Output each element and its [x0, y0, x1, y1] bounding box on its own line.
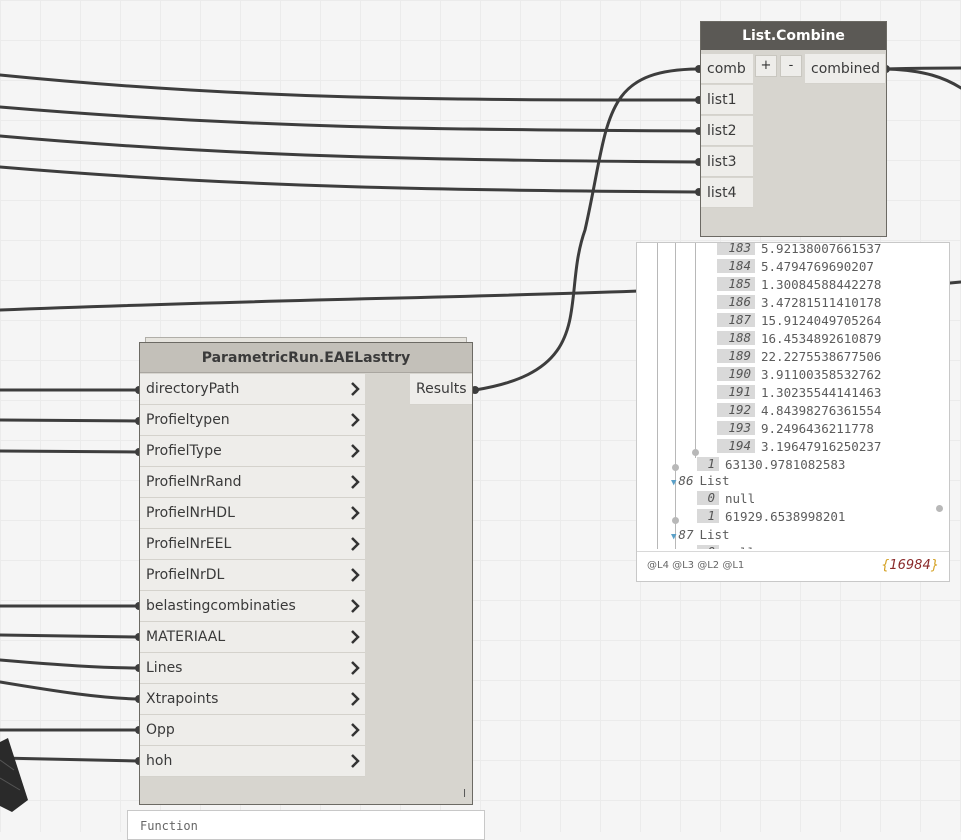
input-port-directoryPath[interactable]: directoryPath	[140, 374, 365, 405]
scroll-handle[interactable]	[936, 505, 943, 512]
chevron-right-icon[interactable]	[349, 684, 361, 714]
input-port-Lines[interactable]: Lines	[140, 653, 365, 684]
add-input-button[interactable]: +	[755, 55, 777, 77]
output-port-combined[interactable]: combined	[805, 54, 885, 84]
input-port-list4[interactable]: list4	[701, 178, 753, 208]
parametric-run-node[interactable]: ParametricRun.EAELasttry directoryPath P…	[139, 342, 473, 805]
input-port-list1[interactable]: list1	[701, 85, 753, 115]
wire-to-ProfielType	[0, 449, 140, 454]
chevron-right-icon[interactable]	[349, 560, 361, 590]
input-port-MATERIAAL[interactable]: MATERIAAL	[140, 622, 365, 653]
wire-to-Profieltypen	[0, 418, 140, 423]
input-port-comb[interactable]: comb	[701, 54, 753, 84]
preview-footer: @L4 @L3 @L2 @L1 {16984}	[637, 551, 949, 581]
wire-long-preview	[0, 289, 642, 312]
chevron-right-icon[interactable]	[349, 591, 361, 621]
function-preview-panel: Function	[127, 810, 485, 840]
input-port-ProfielNrHDL[interactable]: ProfielNrHDL	[140, 498, 365, 529]
remove-input-button[interactable]: -	[780, 55, 802, 77]
list-levels[interactable]: @L4 @L3 @L2 @L1	[647, 560, 745, 571]
tree-node-dot	[672, 464, 679, 471]
input-port-list2[interactable]: list2	[701, 116, 753, 146]
input-port-Xtrapoints[interactable]: Xtrapoints	[140, 684, 365, 715]
input-port-hoh[interactable]: hoh	[140, 746, 365, 777]
function-label: Function	[140, 819, 198, 833]
wire-to-list3	[0, 134, 700, 164]
wire-to-list1	[0, 73, 700, 102]
list-combine-node[interactable]: List.Combine comb + - combined list1 lis…	[700, 21, 887, 237]
collapse-triangle-icon[interactable]: ▼	[671, 478, 677, 488]
chevron-right-icon[interactable]	[349, 622, 361, 652]
input-port-ProfielNrEEL[interactable]: ProfielNrEEL	[140, 529, 365, 560]
list-combine-title[interactable]: List.Combine	[701, 22, 886, 50]
wire-to-hoh	[0, 756, 140, 763]
wire-to-list4	[0, 165, 700, 194]
parametric-run-title[interactable]: ParametricRun.EAELasttry	[140, 343, 472, 373]
lacing-marker[interactable]: l	[462, 787, 466, 800]
chevron-right-icon[interactable]	[349, 529, 361, 559]
item-count: {16984}	[881, 558, 939, 573]
chevron-right-icon[interactable]	[349, 498, 361, 528]
chevron-right-icon[interactable]	[349, 653, 361, 683]
wire-preview-right	[948, 280, 961, 285]
chevron-right-icon[interactable]	[349, 405, 361, 435]
collapse-triangle-icon[interactable]: ▼	[671, 532, 677, 542]
wire-results-to-comb	[473, 67, 700, 392]
wire-to-Lines	[0, 658, 140, 670]
wire-to-MATERIAAL	[0, 633, 140, 639]
wire-to-Xtrapoints	[0, 680, 140, 701]
tree-node-dot	[692, 449, 699, 456]
input-port-belastingcombinaties[interactable]: belastingcombinaties	[140, 591, 365, 622]
input-port-ProfielNrRand[interactable]: ProfielNrRand	[140, 467, 365, 498]
input-port-Profieltypen[interactable]: Profieltypen	[140, 405, 365, 436]
input-port-list3[interactable]: list3	[701, 147, 753, 177]
wire-to-list2	[0, 105, 700, 133]
input-port-ProfielType[interactable]: ProfielType	[140, 436, 365, 467]
input-port-Opp[interactable]: Opp	[140, 715, 365, 746]
output-port-Results[interactable]: Results	[410, 374, 472, 405]
chevron-right-icon[interactable]	[349, 746, 361, 776]
input-port-ProfielNrDL[interactable]: ProfielNrDL	[140, 560, 365, 591]
chevron-right-icon[interactable]	[349, 715, 361, 745]
tree-node-dot	[672, 517, 679, 524]
partial-node-bottom-left	[0, 738, 28, 812]
chevron-right-icon[interactable]	[349, 436, 361, 466]
chevron-right-icon[interactable]	[349, 467, 361, 497]
chevron-right-icon[interactable]	[349, 374, 361, 404]
node-stack-shadow	[145, 337, 467, 344]
wire-combined-out-2	[884, 67, 961, 90]
